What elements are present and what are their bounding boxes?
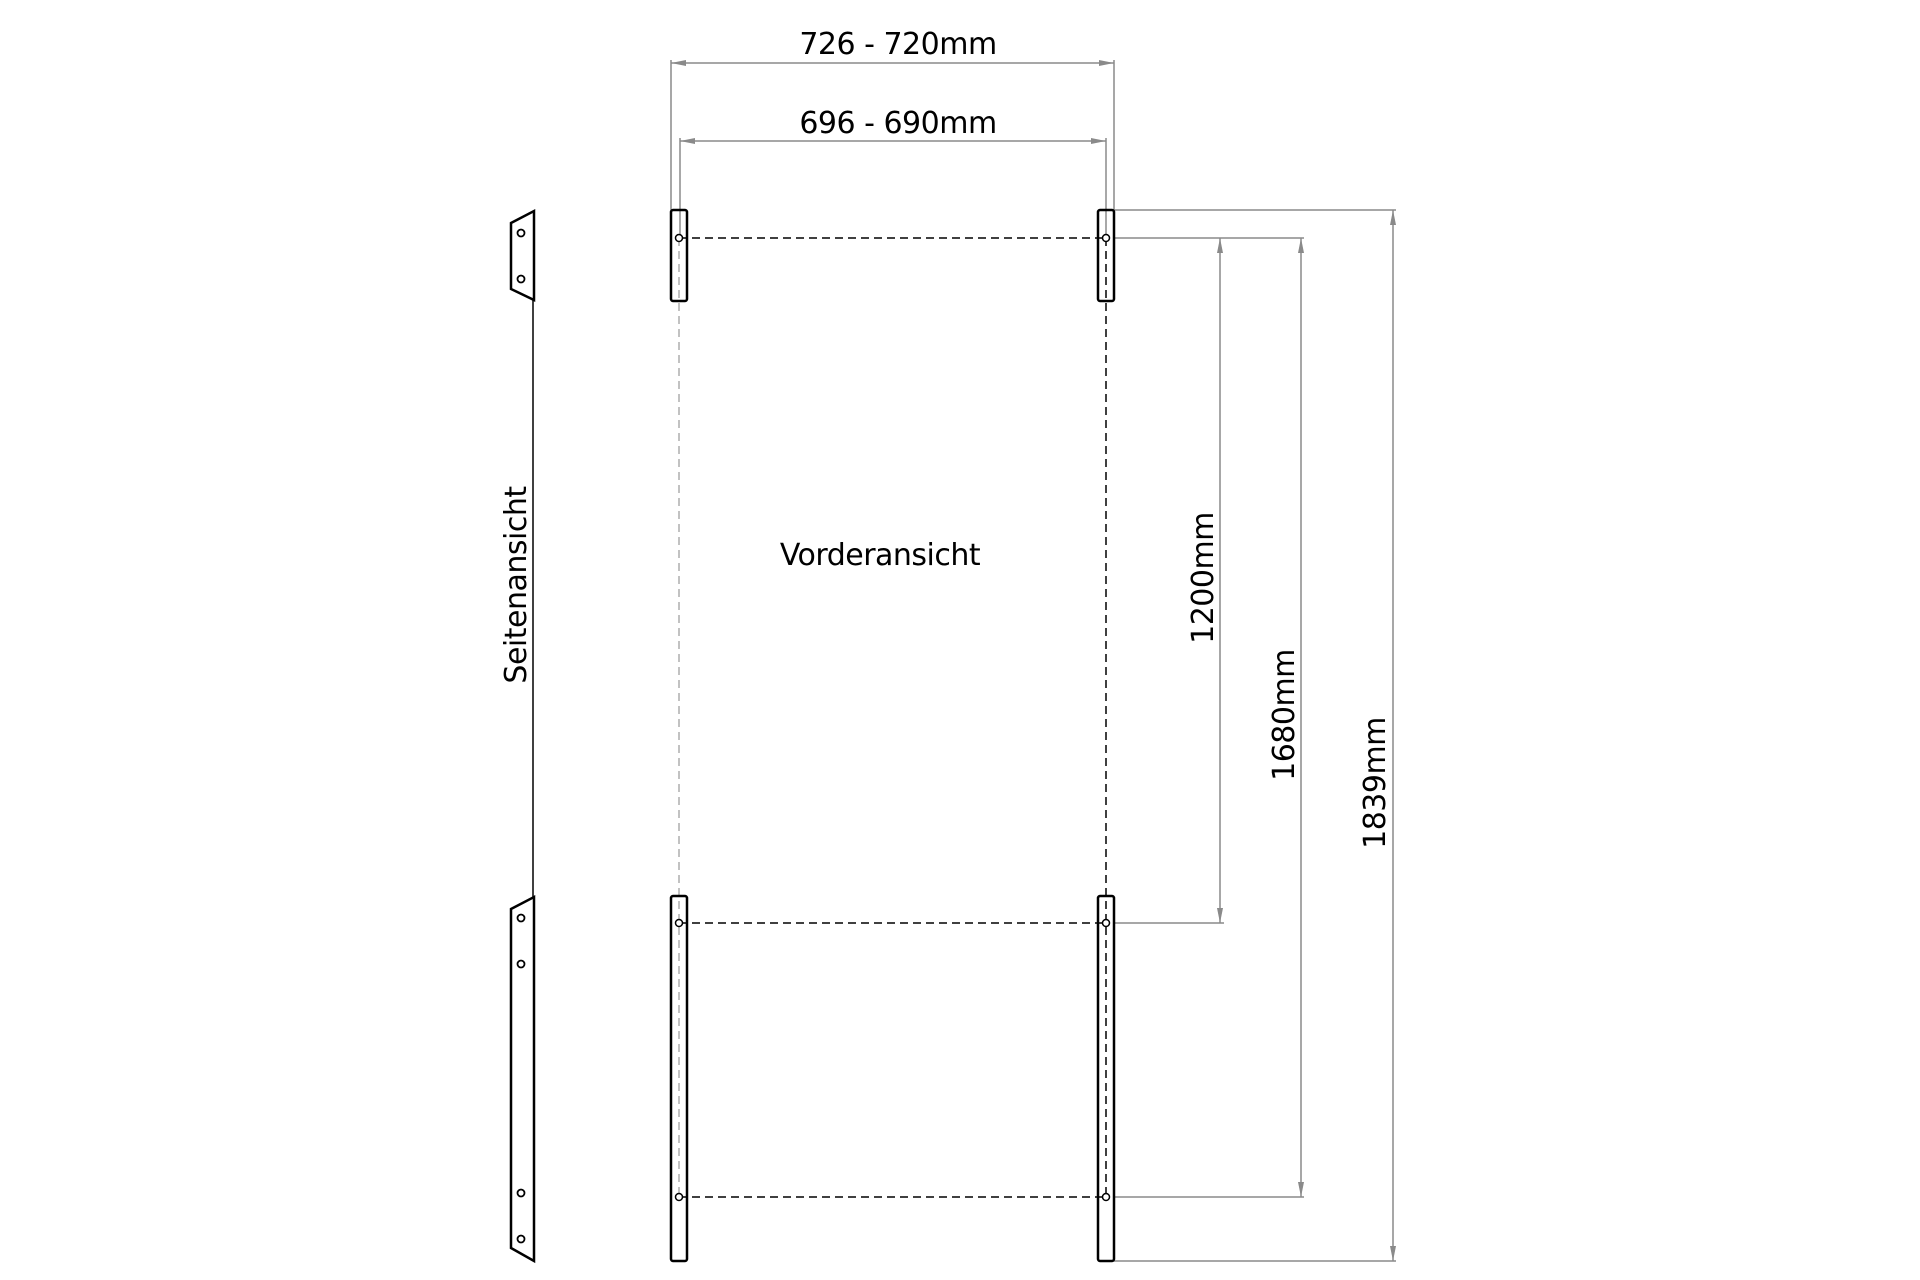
height-dimension-1839 xyxy=(1114,209,1396,1262)
bar-upper-right xyxy=(1096,208,1116,303)
center-lines xyxy=(679,237,1107,1198)
bar-upper-left xyxy=(669,208,689,303)
dimension-1200-label: 1200mm xyxy=(1186,512,1221,644)
bar-lower-right xyxy=(1096,894,1116,1263)
side-view-label: Seitenansicht xyxy=(499,486,534,684)
width-dimension-outer xyxy=(670,60,1115,210)
bar-lower-left xyxy=(669,894,689,1263)
height-dimension-1200 xyxy=(1114,237,1226,924)
side-piece-lower xyxy=(509,894,536,1264)
outer-width-label: 726 - 720mm xyxy=(799,27,997,62)
front-holes xyxy=(674,233,1111,1202)
dimension-1680-label: 1680mm xyxy=(1267,649,1302,781)
width-dimension-inner xyxy=(679,138,1107,237)
dimension-1839-label: 1839mm xyxy=(1358,717,1393,849)
front-view xyxy=(669,208,1116,1263)
height-dimension-1680 xyxy=(1114,237,1304,1198)
side-holes xyxy=(516,228,526,1244)
inner-width-label: 696 - 690mm xyxy=(799,106,997,141)
side-piece-upper xyxy=(509,208,536,302)
side-view xyxy=(509,208,536,1264)
front-view-label: Vorderansicht xyxy=(779,538,981,573)
